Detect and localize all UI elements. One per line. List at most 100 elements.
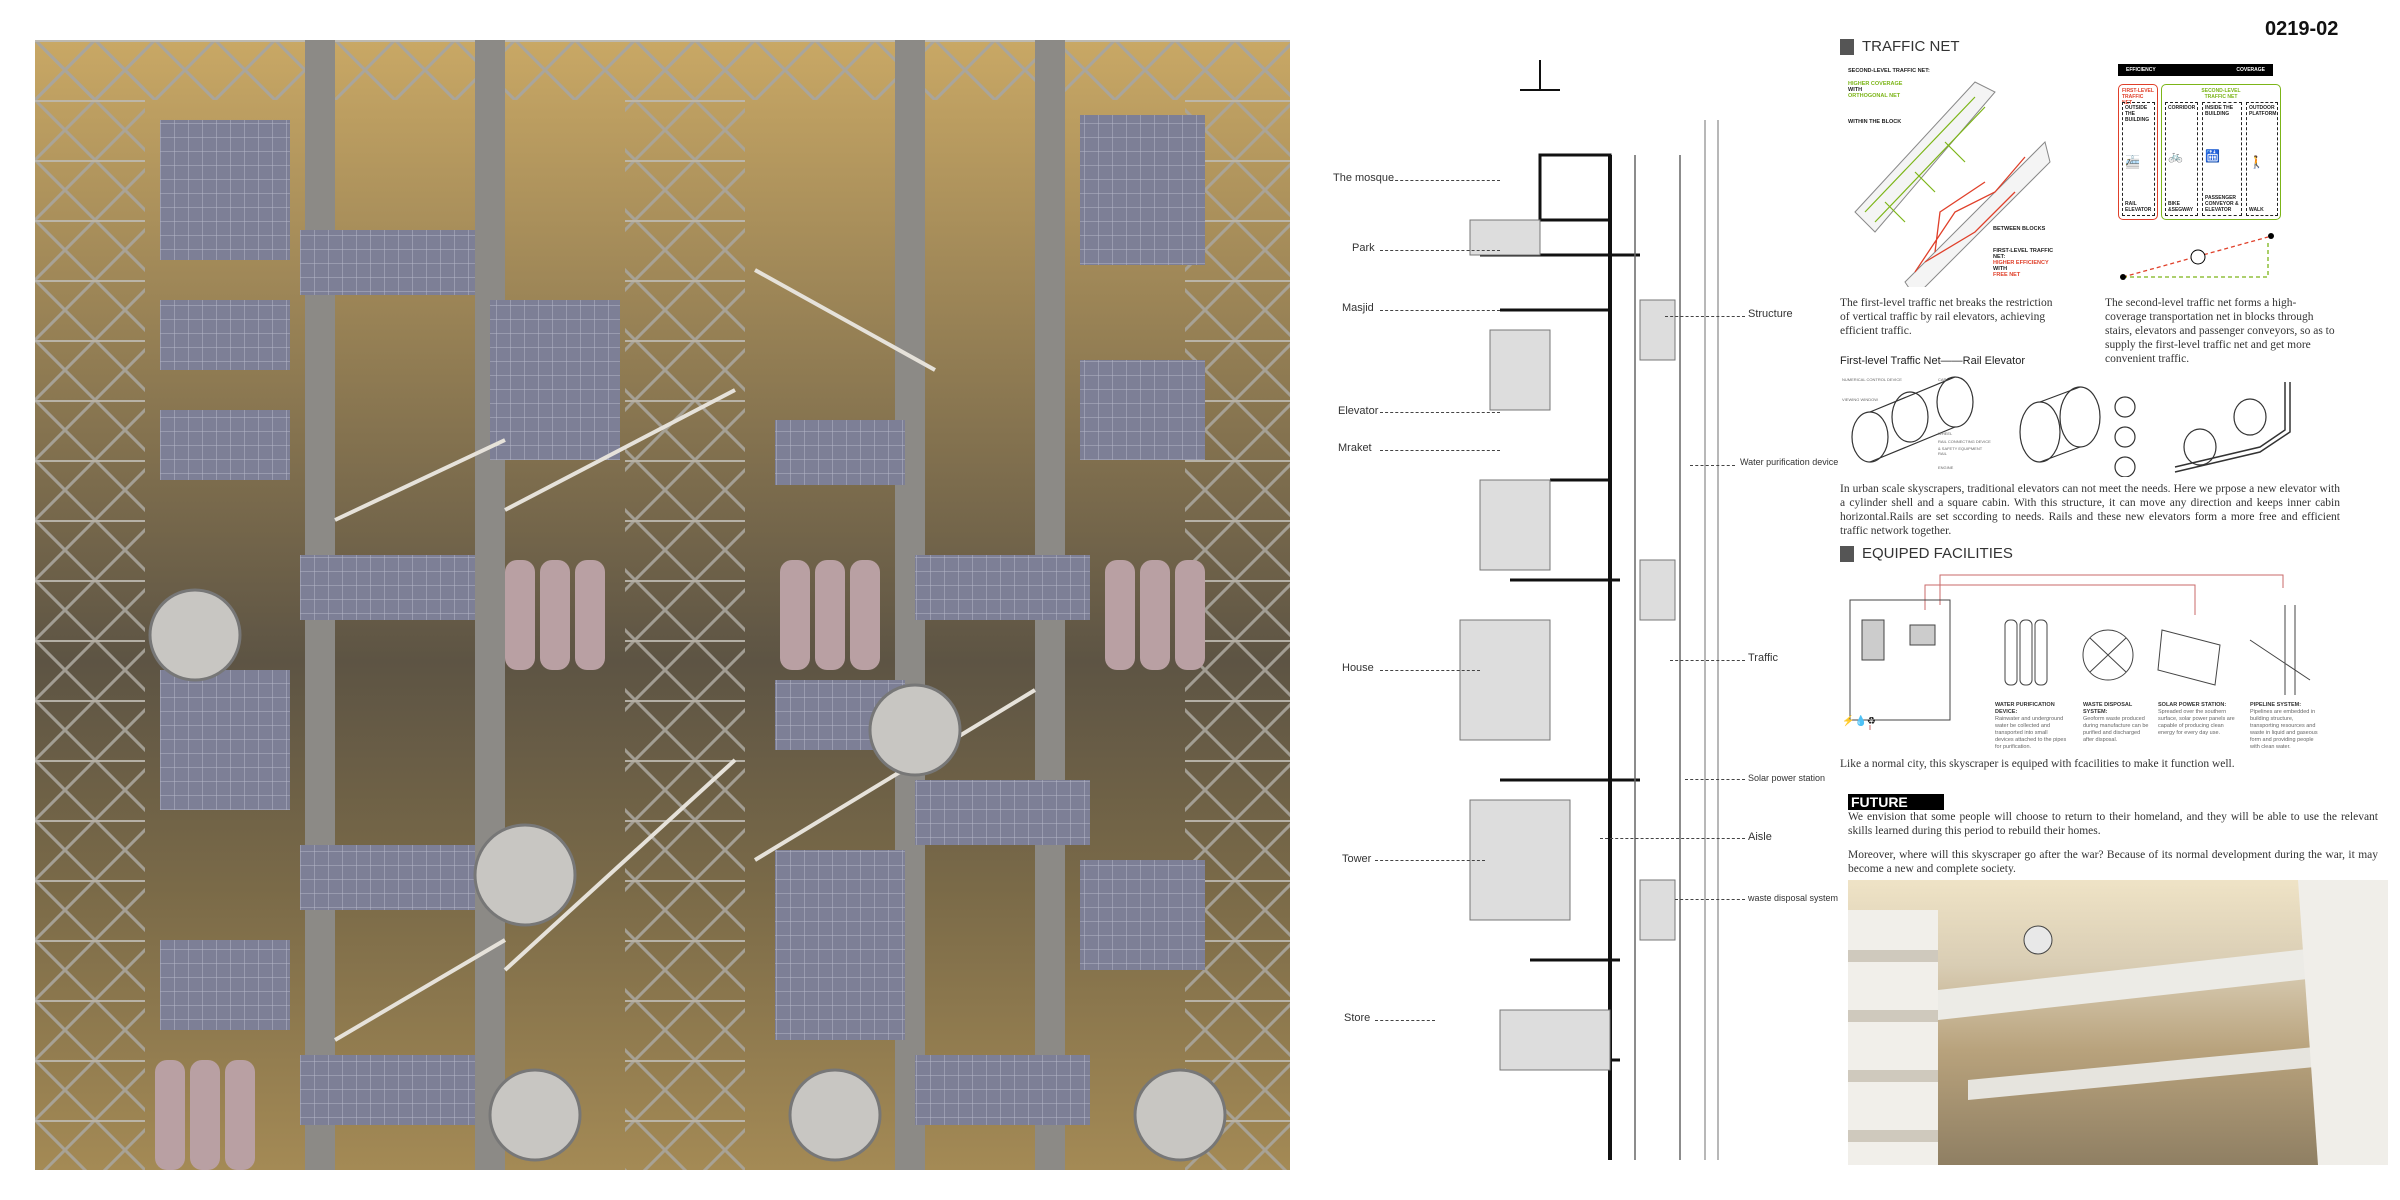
train-icon: 🚈 — [2125, 155, 2140, 169]
label-aisle: Aisle — [1748, 831, 1772, 843]
within-block-label: WITHIN THE BLOCK — [1848, 119, 1902, 125]
mode-col: CORRIDOR 🚲 BIKE &SEGWAY — [2165, 102, 2198, 216]
second-level-title: SECOND-LEVEL TRAFFIC NET: — [1848, 68, 1930, 74]
first-level-box: FIRST-LEVEL TRAFFIC NET — [2118, 84, 2158, 220]
label-solar: Solar power station — [1748, 773, 1826, 783]
part-label: WHEEL — [1938, 431, 1953, 436]
label-water-purification: Water purification device — [1740, 457, 1839, 467]
network-axonometric — [1854, 81, 2051, 287]
facilities-diagram: ⚡💧♻ WATER PURIFICATION DEVICE:Rainwater … — [1840, 560, 2340, 750]
facilities-drawings — [1849, 574, 2311, 730]
sheet-number: 0219-02 — [2265, 18, 2339, 40]
efficiency-coverage-diagram: EFFICIENCY COVERAGE FIRST-LEVEL TRAFFIC N… — [2118, 62, 2288, 287]
rail-elevator-diagrams: NUMERICAL CONTROL DEVICE CAR VIEWING WIN… — [1840, 372, 2340, 477]
label-tower: Tower — [1342, 853, 1372, 865]
col-top: INSIDE THE BUILDING — [2205, 105, 2234, 117]
mode-col: OUTDOOR PLATFORM🚶WALK — [2246, 102, 2278, 216]
leader-line — [1380, 310, 1500, 311]
facility-water: WATER PURIFICATION DEVICE:Rainwater and … — [1995, 702, 2067, 751]
mode-col: INSIDE THE BUILDING 🛗 PASSENGER CONVEYOR &… — [2202, 102, 2242, 216]
leader-line — [1375, 860, 1485, 861]
leader-line — [1670, 660, 1745, 661]
bike-icon: 🚲 — [2168, 149, 2183, 163]
route-diagram — [2120, 233, 2274, 280]
waste-cylinders — [148, 588, 1227, 1162]
heading-text: TRAFFIC NET — [1862, 38, 1960, 55]
label-waste: waste disposal system — [1748, 893, 1839, 903]
label-store: Store — [1344, 1012, 1371, 1024]
traffic-net-diagram: SECOND-LEVEL TRAFFIC NET: HIGHER COVERAG… — [1845, 62, 2060, 287]
col-top: OUTSIDE THE BUILDING — [2125, 105, 2150, 123]
rail-elevator-title: First-level Traffic Net——Rail Elevator — [1840, 355, 2026, 367]
leader-line — [1380, 412, 1500, 413]
label-elevator: Elevator — [1338, 405, 1379, 417]
label-structure: Structure — [1748, 308, 1793, 320]
col-top: CORRIDOR — [2168, 105, 2196, 111]
col-bottom: BIKE &SEGWAY — [2168, 201, 2194, 213]
with-label: WITH — [1848, 87, 1863, 93]
box-title: SECOND-LEVEL TRAFFIC NET — [2201, 88, 2241, 100]
section-drawing-lines — [1459, 60, 1719, 1160]
leader-line — [1390, 180, 1500, 181]
leader-line — [1685, 779, 1745, 780]
part-label: RAIL — [1938, 451, 1947, 456]
second-level-paragraph: The second-level traffic net forms a hig… — [2105, 297, 2335, 365]
with-label: WITH — [1993, 266, 2008, 272]
future-paragraph-2: Moreover, where will this skyscraper go … — [1848, 849, 2378, 875]
label-traffic: Traffic — [1748, 652, 1778, 664]
leader-line — [1380, 670, 1480, 671]
heading-marker — [1840, 545, 1854, 562]
leader-line — [1380, 250, 1500, 251]
leader-line — [1600, 838, 1745, 839]
part-label: VIEWING WINDOW — [1842, 397, 1878, 402]
section-drawing — [1440, 60, 1720, 1170]
facility-pipeline: PIPELINE SYSTEM:Pipelines are embedded i… — [2250, 702, 2322, 751]
col-bottom: PASSENGER CONVEYOR & ELEVATOR — [2205, 195, 2239, 213]
facility-waste: WASTE DISPOSAL SYSTEM:Geoform waste prod… — [2083, 702, 2151, 744]
label-mosque: The mosque — [1333, 172, 1395, 184]
col-bottom: WALK — [2249, 207, 2264, 213]
leader-line — [1675, 899, 1745, 900]
future-heading: FUTURE — [1848, 794, 1944, 810]
heading-text: EQUIPED FACILITIES — [1862, 545, 2013, 562]
label-park: Park — [1352, 242, 1375, 254]
elevator-drawings — [1851, 376, 2291, 477]
facility-desc: Pipelines are embedded in building struc… — [2250, 709, 2318, 750]
part-label: NUMERICAL CONTROL DEVICE — [1842, 377, 1902, 382]
between-blocks-label: BETWEEN BLOCKS — [1993, 226, 2046, 232]
leader-line — [1665, 316, 1745, 317]
second-level-box: SECOND-LEVEL TRAFFIC NET — [2161, 84, 2281, 220]
solar-panels — [160, 115, 1205, 1125]
traffic-net-heading: TRAFFIC NET — [1840, 38, 1960, 55]
future-paragraph-1: We envision that some people will choose… — [1848, 811, 2378, 837]
facilities-paragraph: Like a normal city, this skyscraper is e… — [1840, 758, 2235, 770]
facility-solar: SOLAR POWER STATION:Spreaded over the so… — [2158, 702, 2236, 737]
facility-title: PIPELINE SYSTEM: — [2250, 702, 2302, 708]
part-label: ENGINE — [1938, 465, 1954, 470]
steel-columns — [35, 40, 1290, 1170]
box-title: FIRST-LEVEL TRAFFIC NET — [2122, 88, 2154, 106]
efficiency-coverage-arrow: EFFICIENCY COVERAGE — [2118, 64, 2273, 76]
water-tanks — [155, 560, 1205, 1170]
label-market: Mraket — [1338, 442, 1372, 454]
facility-title: WATER PURIFICATION DEVICE: — [1995, 702, 2055, 715]
col-top: OUTDOOR PLATFORM — [2249, 105, 2277, 117]
facilities-heading: EQUIPED FACILITIES — [1840, 545, 2013, 562]
label-masjid: Masjid — [1342, 302, 1374, 314]
facility-title: SOLAR POWER STATION: — [2158, 702, 2227, 708]
first-level-net: FREE NET — [1993, 272, 2021, 278]
coverage-label: COVERAGE — [2236, 67, 2265, 73]
label-house: House — [1342, 662, 1374, 674]
elevator-icon: 🛗 — [2205, 149, 2220, 163]
facade-render-drawing — [35, 40, 1290, 1170]
interior-render-drawing — [1848, 880, 2388, 1165]
efficiency-label: EFFICIENCY — [2126, 67, 2156, 73]
leader-line — [1380, 450, 1500, 451]
part-label: RAIL CONNECTING DEVICE & SAFETY EQUIPMEN… — [1938, 439, 1991, 451]
stairs — [333, 268, 1037, 1042]
interior-render — [1848, 880, 2388, 1165]
second-level-net: ORTHOGONAL NET — [1848, 93, 1901, 99]
leader-line — [1375, 1020, 1435, 1021]
leader-line — [1690, 465, 1735, 466]
facility-desc: Geoform waste produced during manufactur… — [2083, 716, 2149, 743]
